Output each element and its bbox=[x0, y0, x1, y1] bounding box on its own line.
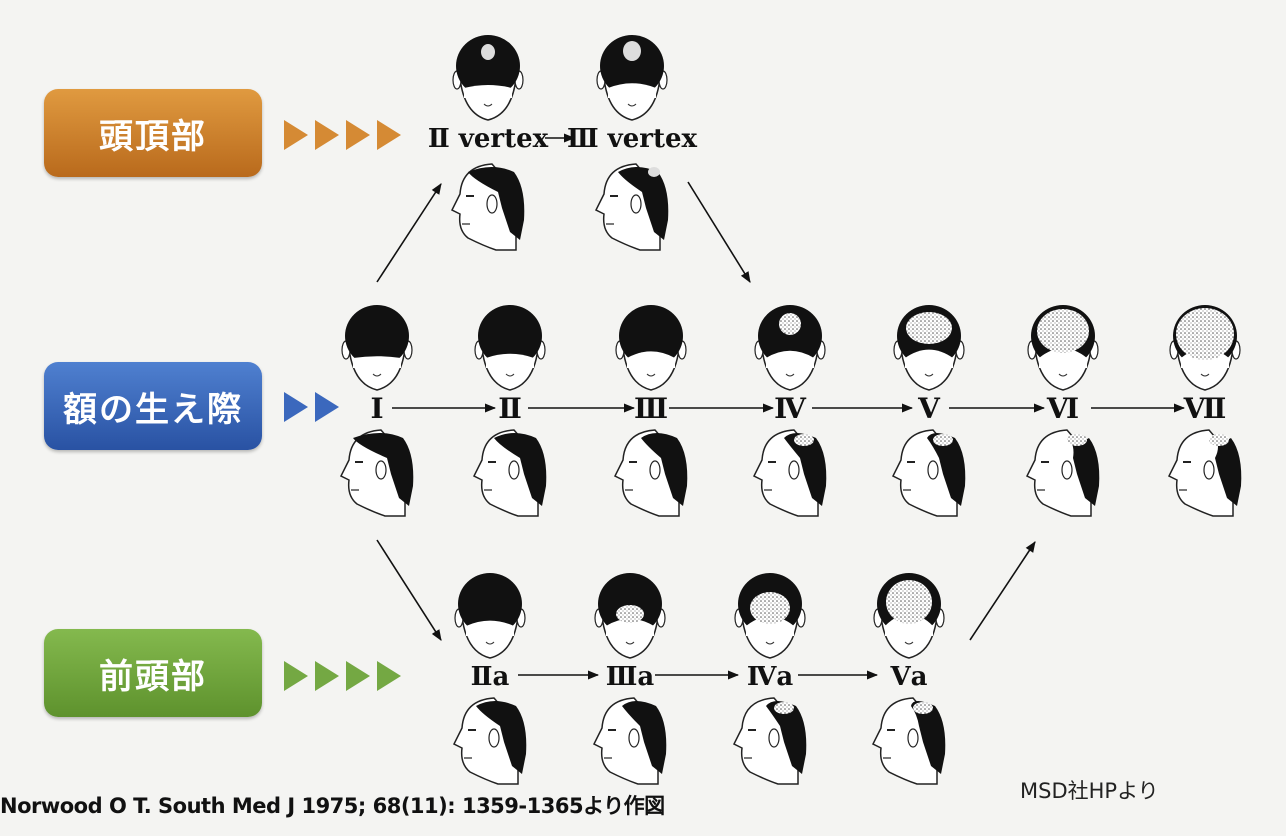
source-text: MSD社HPより bbox=[1020, 779, 1159, 803]
stage-label-vertex-2: Ⅱ vertex bbox=[428, 124, 549, 154]
stage-label-4: Ⅳ bbox=[774, 392, 807, 425]
stage-label-5: Ⅴ bbox=[917, 392, 941, 425]
side-view-head bbox=[732, 697, 807, 785]
arrow bbox=[376, 539, 442, 641]
top-view-head bbox=[734, 573, 806, 659]
chevron-icon bbox=[284, 392, 308, 422]
top-view-head bbox=[1027, 305, 1099, 391]
top-view-head bbox=[594, 573, 666, 659]
progression-arrows bbox=[376, 133, 1186, 680]
top-view-head bbox=[452, 35, 524, 121]
chevron-icon bbox=[377, 661, 401, 691]
side-view-head bbox=[592, 697, 667, 785]
stage-label-2a: Ⅱa bbox=[471, 662, 510, 692]
top-view-head bbox=[596, 35, 668, 121]
stage-label-1: Ⅰ bbox=[370, 392, 383, 425]
stage-label-2: Ⅱ bbox=[498, 392, 522, 425]
chevron-icon bbox=[315, 120, 339, 150]
head-illustrations bbox=[339, 35, 1242, 785]
stage-label-4a: Ⅳa bbox=[747, 662, 794, 692]
category-frontal: 前頭部 bbox=[44, 629, 262, 717]
chevron-icon bbox=[346, 661, 370, 691]
chevron-icon bbox=[284, 661, 308, 691]
side-view-head bbox=[450, 163, 525, 251]
chevron-icon bbox=[315, 661, 339, 691]
top-view-head bbox=[1169, 305, 1241, 391]
side-view-head bbox=[752, 429, 827, 517]
side-view-head bbox=[871, 697, 946, 785]
side-view-head bbox=[1025, 429, 1100, 517]
arrow bbox=[687, 181, 751, 283]
top-view-head bbox=[454, 573, 526, 659]
top-view-head bbox=[341, 305, 413, 391]
top-view-head bbox=[754, 305, 826, 391]
chevron-icon bbox=[377, 120, 401, 150]
chevrons-hairline bbox=[284, 392, 339, 422]
side-view-head bbox=[613, 429, 688, 517]
citation-text: Norwood O T. South Med J 1975; 68(11): 1… bbox=[0, 794, 665, 818]
side-view-head bbox=[1167, 429, 1242, 517]
arrow bbox=[376, 183, 442, 283]
side-view-head bbox=[452, 697, 527, 785]
stage-label-vertex-3: Ⅲ vertex bbox=[567, 124, 698, 154]
category-hairline: 額の生え際 bbox=[44, 362, 262, 450]
side-view-head bbox=[472, 429, 547, 517]
top-view-head bbox=[474, 305, 546, 391]
stage-label-5a: Ⅴa bbox=[889, 662, 927, 692]
chevrons-vertex bbox=[284, 120, 401, 150]
top-view-head bbox=[873, 573, 945, 659]
top-view-head bbox=[615, 305, 687, 391]
category-vertex: 頭頂部 bbox=[44, 89, 262, 177]
stage-label-3: Ⅲ bbox=[634, 392, 668, 425]
chevrons-frontal bbox=[284, 661, 401, 691]
stage-label-6: Ⅵ bbox=[1046, 392, 1079, 425]
chevron-icon bbox=[315, 392, 339, 422]
side-view-head bbox=[339, 429, 414, 517]
chevron-icon bbox=[284, 120, 308, 150]
stage-label-7: Ⅶ bbox=[1183, 392, 1227, 425]
chevron-icon bbox=[346, 120, 370, 150]
arrow bbox=[969, 541, 1036, 641]
stage-label-3a: Ⅲa bbox=[606, 662, 655, 692]
stage-labels: Ⅱ vertex Ⅲ vertex Ⅰ Ⅱ Ⅲ Ⅳ Ⅴ Ⅵ Ⅶ Ⅱa Ⅲa Ⅳa… bbox=[370, 124, 1226, 692]
side-view-head bbox=[594, 163, 669, 251]
top-view-head bbox=[893, 305, 965, 391]
side-view-head bbox=[891, 429, 966, 517]
